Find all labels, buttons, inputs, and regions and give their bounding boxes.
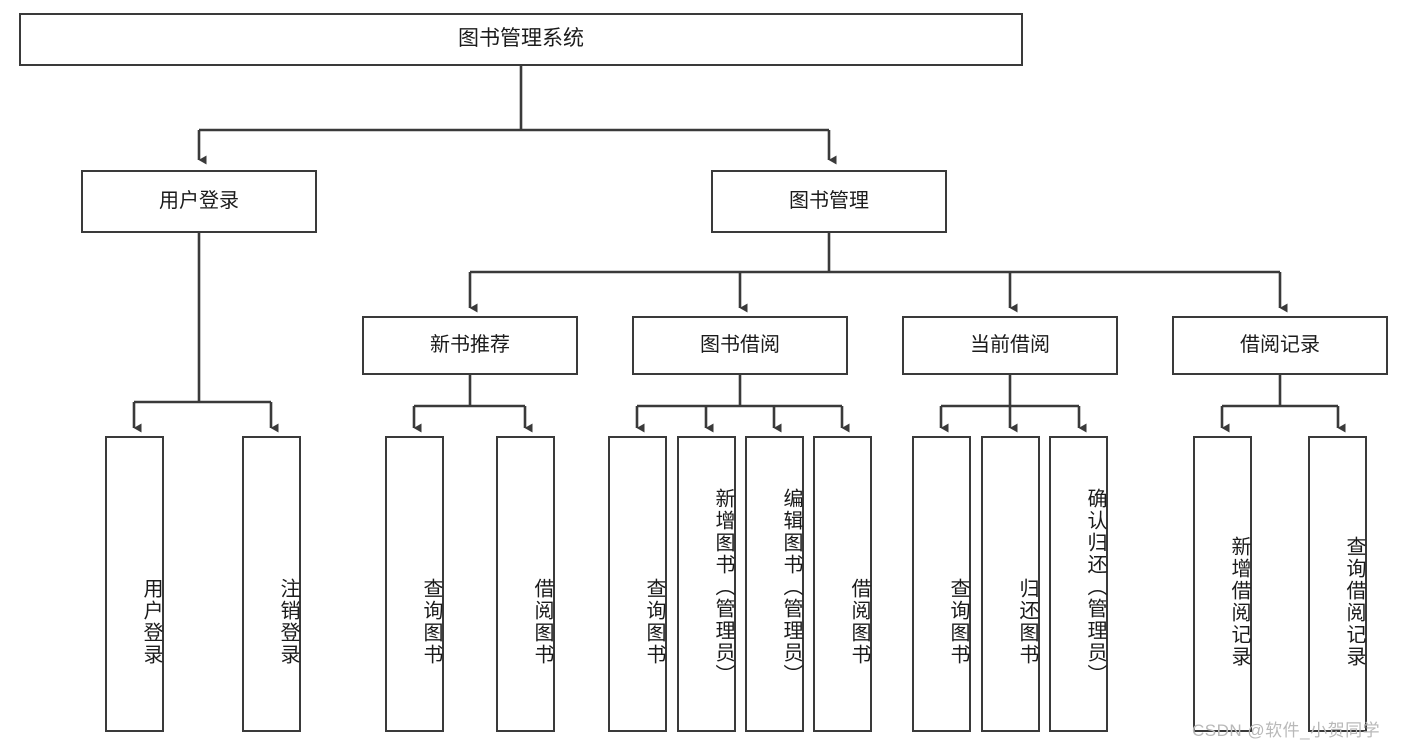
node-label: 借阅图书 bbox=[531, 578, 553, 666]
node-root-book-management-system[interactable]: 图书管理系统 bbox=[19, 13, 1023, 66]
node-label: 图书借阅 bbox=[700, 333, 780, 356]
leaf-borrow-record-add[interactable]: 新增借阅记录 bbox=[1193, 436, 1252, 732]
node-label: 图书管理系统 bbox=[458, 27, 584, 51]
csdn-watermark: CSDN @软件_小贺同学 bbox=[1192, 721, 1381, 740]
leaf-current-borrow-confirm-admin[interactable]: 确认归还（管理员） bbox=[1049, 436, 1108, 732]
leaf-current-borrow-query[interactable]: 查询图书 bbox=[912, 436, 971, 732]
node-borrow-record[interactable]: 借阅记录 bbox=[1172, 316, 1388, 375]
node-current-borrow[interactable]: 当前借阅 bbox=[902, 316, 1118, 375]
leaf-user-login-signin[interactable]: 用户登录 bbox=[105, 436, 164, 732]
leaf-book-borrow-borrow[interactable]: 借阅图书 bbox=[813, 436, 872, 732]
node-label: 编辑图书（管理员） bbox=[780, 488, 802, 686]
node-label: 查询借阅记录 bbox=[1343, 536, 1365, 668]
node-book-borrow[interactable]: 图书借阅 bbox=[632, 316, 848, 375]
leaf-borrow-record-query[interactable]: 查询借阅记录 bbox=[1308, 436, 1367, 732]
leaf-new-book-query[interactable]: 查询图书 bbox=[385, 436, 444, 732]
node-label: 新增借阅记录 bbox=[1228, 536, 1250, 668]
node-user-login[interactable]: 用户登录 bbox=[81, 170, 317, 233]
node-label: 图书管理 bbox=[789, 189, 869, 212]
node-label: 用户登录 bbox=[140, 578, 162, 666]
leaf-book-borrow-query[interactable]: 查询图书 bbox=[608, 436, 667, 732]
node-label: 注销登录 bbox=[277, 578, 299, 666]
node-label: 新增图书（管理员） bbox=[712, 488, 734, 686]
node-label: 查询图书 bbox=[420, 578, 442, 666]
leaf-current-borrow-return[interactable]: 归还图书 bbox=[981, 436, 1040, 732]
node-label: 当前借阅 bbox=[970, 333, 1050, 356]
node-label: 查询图书 bbox=[643, 578, 665, 666]
node-label: 借阅记录 bbox=[1240, 333, 1320, 356]
node-label: 用户登录 bbox=[159, 189, 239, 212]
leaf-new-book-borrow[interactable]: 借阅图书 bbox=[496, 436, 555, 732]
node-label: 归还图书 bbox=[1016, 578, 1038, 666]
leaf-book-borrow-add-admin[interactable]: 新增图书（管理员） bbox=[677, 436, 736, 732]
node-label: 查询图书 bbox=[947, 578, 969, 666]
node-label: 确认归还（管理员） bbox=[1084, 488, 1106, 686]
node-book-management[interactable]: 图书管理 bbox=[711, 170, 947, 233]
leaf-user-login-signout[interactable]: 注销登录 bbox=[242, 436, 301, 732]
node-label: 借阅图书 bbox=[848, 578, 870, 666]
leaf-book-borrow-edit-admin[interactable]: 编辑图书（管理员） bbox=[745, 436, 804, 732]
node-label: 新书推荐 bbox=[430, 333, 510, 356]
node-new-book-recommend[interactable]: 新书推荐 bbox=[362, 316, 578, 375]
